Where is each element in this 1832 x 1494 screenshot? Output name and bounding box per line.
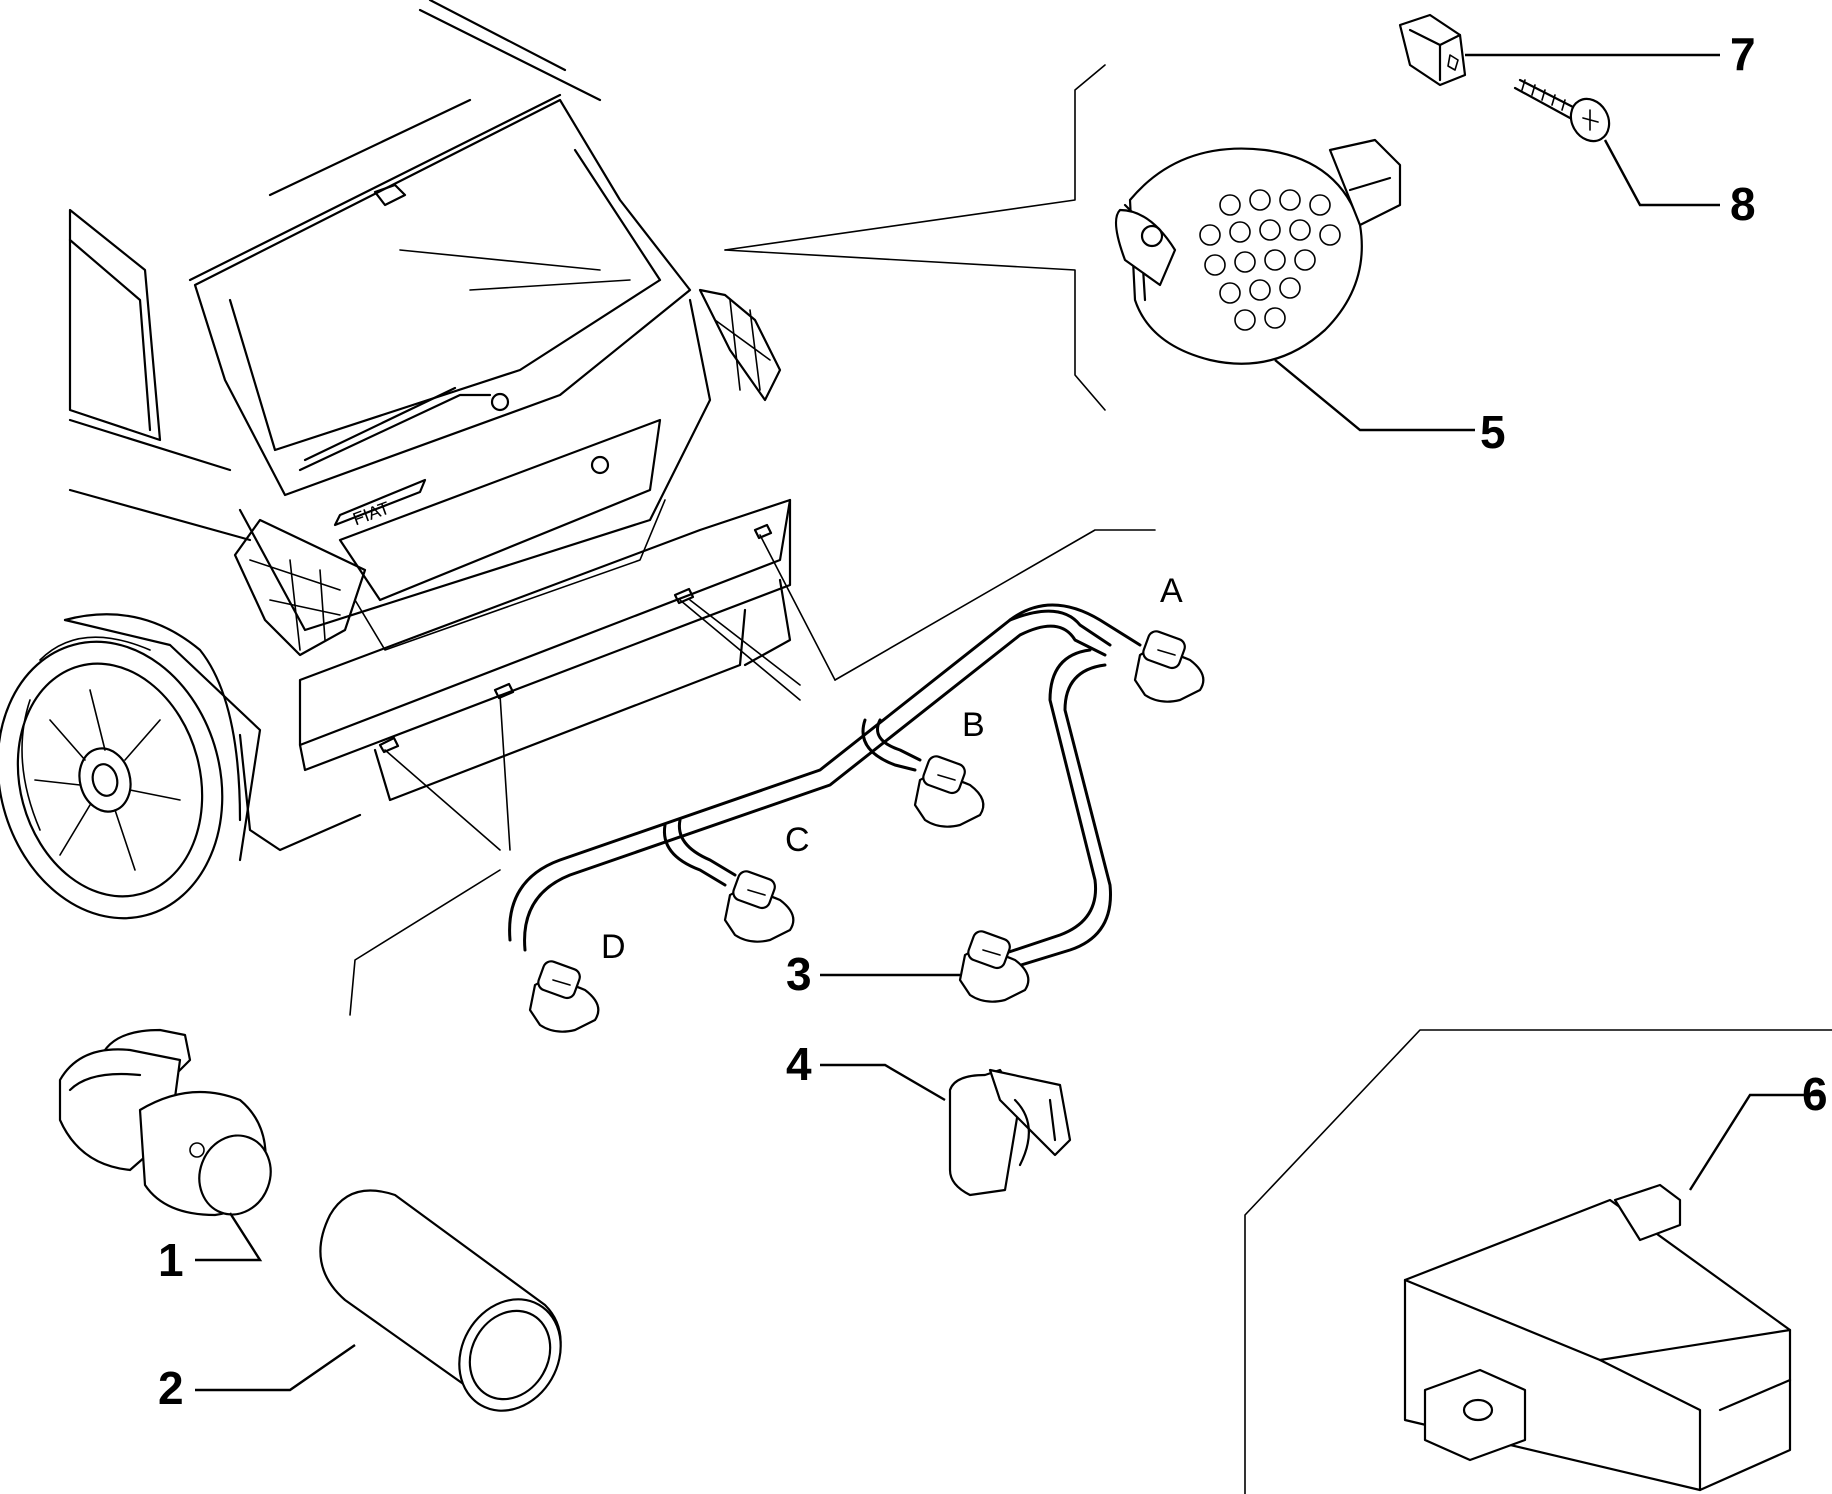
connector-b <box>913 755 985 828</box>
connector-a <box>1133 630 1205 703</box>
clip-part-7 <box>1398 13 1467 87</box>
screw-part-8 <box>1513 78 1611 143</box>
callout-8: 8 <box>1730 178 1756 230</box>
callout-5: 5 <box>1480 406 1506 458</box>
callout-1: 1 <box>158 1234 184 1286</box>
callout-leaders <box>195 53 1820 1392</box>
connector-c <box>723 870 795 943</box>
callout-numbers: 1 2 3 4 5 6 7 8 <box>158 28 1828 1414</box>
sensor-part-1 <box>58 1028 272 1217</box>
frame-lines <box>349 64 1832 1494</box>
control-module-part-6 <box>1403 1183 1792 1492</box>
brand-badge: FIAT <box>350 498 392 530</box>
connector-3 <box>958 930 1030 1003</box>
connector-label-c: C <box>785 821 810 859</box>
car-rear-view: FIAT <box>0 0 836 920</box>
callout-4: 4 <box>786 1038 812 1090</box>
connector-d <box>528 960 600 1033</box>
sleeve-part-2 <box>319 1189 562 1412</box>
callout-7: 7 <box>1730 28 1756 80</box>
callout-2: 2 <box>158 1362 184 1414</box>
callout-3: 3 <box>786 948 812 1000</box>
buzzer-grille <box>1199 189 1341 331</box>
callout-6: 6 <box>1802 1068 1828 1120</box>
connector-label-d: D <box>601 928 626 966</box>
wiring-harness: A B C D <box>508 572 1205 1033</box>
connector-label-b: B <box>962 706 985 744</box>
holder-part-4 <box>948 1068 1072 1197</box>
buzzer-part-5 <box>1114 138 1402 365</box>
connector-label-a: A <box>1160 572 1183 610</box>
